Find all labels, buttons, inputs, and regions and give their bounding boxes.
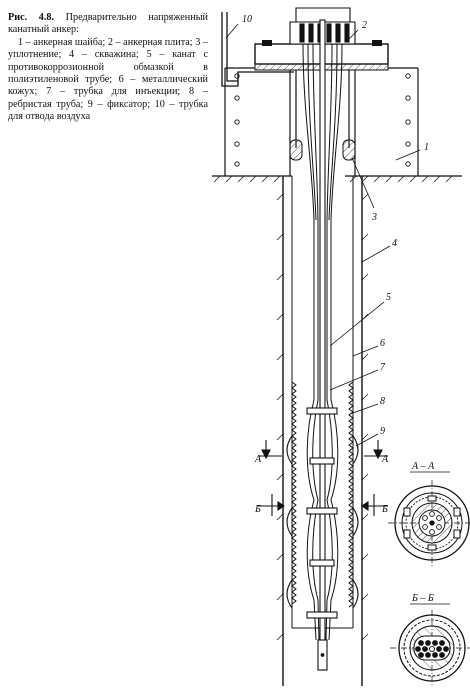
section-aa-title: А – А [411, 461, 435, 472]
section-b-right: Б [381, 504, 388, 515]
spacers [306, 407, 338, 619]
corrugated-tube [291, 381, 354, 629]
metal-casing-top [289, 70, 356, 176]
section-aa-view [388, 480, 470, 566]
caption-legend: 1 – анкерная шайба; 2 – анкерная плита; … [8, 36, 208, 123]
callout-10: 10 [242, 14, 252, 25]
section-a-right: А [381, 454, 389, 465]
figure-title: Предварительно напряженный канатный анке… [8, 12, 208, 36]
figure-number: Рис. 4.8. [8, 12, 55, 23]
metal-casing [291, 176, 354, 382]
leader-lines [225, 23, 421, 447]
callout-2: 2 [362, 20, 367, 31]
tendon-strands [302, 43, 343, 641]
air-vent-tube [221, 12, 294, 87]
section-bb-title: Б – Б [411, 593, 434, 604]
callout-6: 6 [380, 338, 385, 349]
callout-1: 1 [424, 142, 429, 153]
seal [289, 139, 356, 161]
callout-9: 9 [380, 426, 385, 437]
figure-caption: Рис. 4.8. Предварительно напряженный кан… [8, 12, 208, 124]
injection-tube [317, 19, 328, 671]
callout-8: 8 [380, 396, 385, 407]
centralizer-bulges [286, 435, 359, 609]
callout-4: 4 [392, 238, 397, 249]
borehole-wall [276, 176, 369, 686]
section-a-left: А [254, 454, 262, 465]
callout-3: 3 [371, 212, 377, 223]
callout-7: 7 [380, 362, 386, 373]
ground-surface [212, 175, 462, 183]
section-bb-view [390, 610, 470, 686]
section-b-left: Б [254, 504, 261, 515]
callout-5: 5 [386, 292, 391, 303]
section-a-marks [258, 440, 388, 460]
section-b-marks [258, 494, 388, 516]
caption-title: Рис. 4.8. Предварительно напряженный кан… [8, 12, 208, 37]
